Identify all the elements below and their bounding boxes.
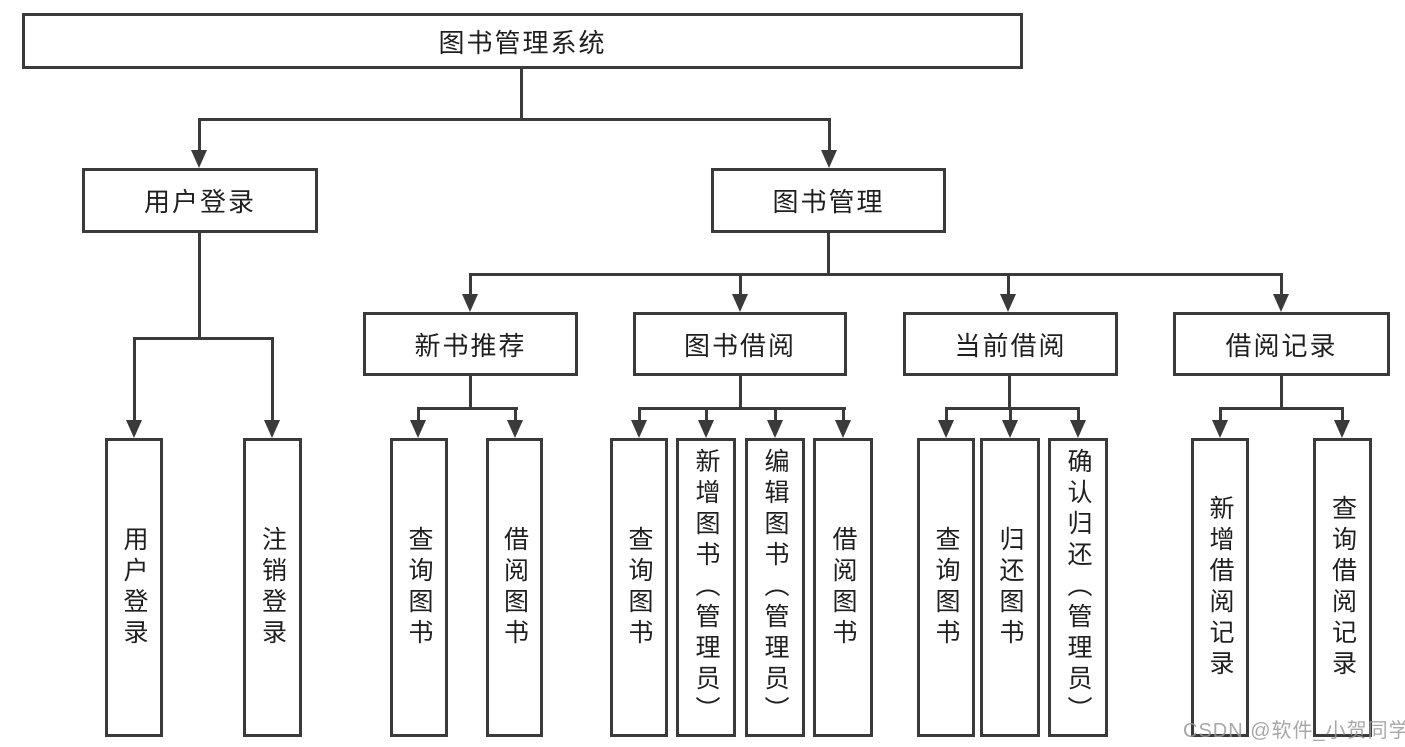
- leaf-newrec-borrow-books: 借阅图书: [486, 438, 543, 737]
- leaf-records-query-record-label: 查询借阅记录: [1328, 494, 1357, 681]
- connector-segment: [1280, 376, 1283, 410]
- arrowhead: [462, 294, 478, 312]
- connector-segment: [945, 407, 1080, 410]
- connector-segment: [417, 407, 420, 423]
- arrowhead: [698, 420, 714, 438]
- leaf-current-confirm-return-label: 确认归还（管理员）: [1064, 448, 1092, 727]
- connector-segment: [514, 407, 517, 423]
- connector-segment: [469, 376, 472, 410]
- connector-segment: [469, 273, 1283, 276]
- connector-segment: [133, 337, 274, 340]
- node-book-borrow: 图书借阅: [633, 312, 847, 376]
- leaf-current-return-books: 归还图书: [980, 438, 1040, 737]
- leaf-current-query-books-label: 查询图书: [932, 525, 960, 650]
- leaf-borrow-add-books-label: 新增图书（管理员）: [692, 448, 720, 727]
- leaf-borrow-edit-books-label: 编辑图书（管理员）: [761, 448, 789, 727]
- leaf-current-return-books-label: 归还图书: [996, 525, 1024, 650]
- connector-segment: [1280, 273, 1283, 298]
- connector-segment: [198, 118, 831, 121]
- leaf-current-confirm-return: 确认归还（管理员）: [1048, 438, 1108, 737]
- node-borrow-records: 借阅记录: [1173, 312, 1390, 376]
- leaf-borrow-edit-books: 编辑图书（管理员）: [745, 438, 805, 737]
- connector-segment: [842, 407, 845, 423]
- connector-segment: [1219, 407, 1222, 423]
- connector-segment: [638, 407, 641, 423]
- leaf-user-login: 用户登录: [105, 438, 163, 737]
- leaf-records-query-record: 查询借阅记录: [1313, 438, 1372, 737]
- arrowhead: [1334, 420, 1350, 438]
- leaf-records-add-record-label: 新增借阅记录: [1206, 494, 1234, 681]
- node-book-management: 图书管理: [711, 168, 946, 233]
- connector-segment: [198, 118, 201, 154]
- arrowhead: [1212, 420, 1228, 438]
- arrowhead: [264, 420, 280, 438]
- connector-segment: [520, 69, 523, 118]
- connector-segment: [1009, 407, 1012, 423]
- arrowhead: [1000, 294, 1016, 312]
- leaf-logout: 注销登录: [243, 438, 302, 737]
- connector-segment: [1007, 273, 1010, 298]
- arrowhead: [1002, 420, 1018, 438]
- connector-segment: [198, 233, 201, 337]
- leaf-borrow-query-books: 查询图书: [610, 438, 668, 737]
- leaf-borrow-borrow-books-label: 借阅图书: [829, 525, 857, 650]
- arrowhead: [767, 420, 783, 438]
- node-root: 图书管理系统: [22, 13, 1023, 69]
- arrowhead: [732, 294, 748, 312]
- arrowhead: [631, 420, 647, 438]
- connector-segment: [945, 407, 948, 423]
- leaf-user-login-label: 用户登录: [120, 525, 148, 650]
- connector-segment: [638, 407, 846, 410]
- node-book-borrow-label: 图书借阅: [683, 330, 796, 361]
- node-new-book-recommend: 新书推荐: [363, 312, 578, 376]
- connector-segment: [705, 407, 708, 423]
- watermark: CSDN @软件_小贺同学: [1183, 720, 1405, 742]
- leaf-current-query-books: 查询图书: [917, 438, 975, 737]
- leaf-borrow-query-books-label: 查询图书: [625, 525, 653, 650]
- node-user-login-label: 用户登录: [143, 187, 256, 217]
- node-user-login: 用户登录: [82, 168, 318, 233]
- connector-segment: [271, 337, 274, 423]
- connector-segment: [469, 273, 472, 298]
- leaf-newrec-query-books-label: 查询图书: [405, 525, 433, 650]
- leaf-borrow-borrow-books: 借阅图书: [813, 438, 873, 737]
- connector-segment: [1077, 407, 1080, 423]
- connector-segment: [828, 118, 831, 154]
- connector-segment: [133, 337, 136, 423]
- node-root-label: 图书管理系统: [438, 27, 607, 58]
- leaf-logout-label: 注销登录: [258, 525, 287, 650]
- arrowhead: [191, 150, 207, 168]
- connector-segment: [739, 273, 742, 298]
- node-current-borrow: 当前借阅: [903, 312, 1118, 376]
- node-book-management-label: 图书管理: [772, 187, 885, 217]
- arrowhead: [507, 420, 523, 438]
- node-current-borrow-label: 当前借阅: [954, 330, 1067, 361]
- connector-segment: [774, 407, 777, 423]
- arrowhead: [126, 420, 142, 438]
- arrowhead: [835, 420, 851, 438]
- connector-segment: [827, 233, 830, 276]
- connector-segment: [1008, 376, 1011, 410]
- leaf-newrec-query-books: 查询图书: [390, 438, 448, 737]
- node-new-book-recommend-label: 新书推荐: [414, 330, 527, 361]
- arrowhead: [938, 420, 954, 438]
- connector-segment: [417, 407, 518, 410]
- leaf-records-add-record: 新增借阅记录: [1191, 438, 1249, 737]
- leaf-newrec-borrow-books-label: 借阅图书: [500, 525, 529, 650]
- arrowhead: [821, 150, 837, 168]
- leaf-borrow-add-books: 新增图书（管理员）: [676, 438, 736, 737]
- connector-segment: [1341, 407, 1344, 423]
- arrowhead: [410, 420, 426, 438]
- arrowhead: [1070, 420, 1086, 438]
- node-borrow-records-label: 借阅记录: [1225, 330, 1338, 361]
- connector-segment: [1219, 407, 1344, 410]
- arrowhead: [1273, 294, 1289, 312]
- connector-segment: [739, 376, 742, 410]
